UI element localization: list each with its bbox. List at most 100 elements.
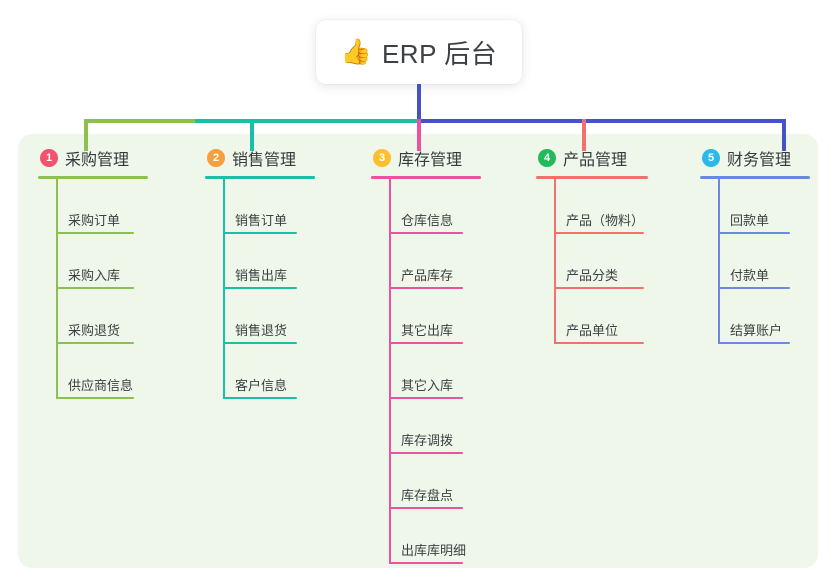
menu-item-label: 销售退货 xyxy=(235,323,288,338)
menu-item-underline xyxy=(554,287,644,289)
column-header[interactable]: 5 财务管理 xyxy=(700,146,839,170)
menu-item-label: 其它出库 xyxy=(401,323,454,338)
menu-item-underline xyxy=(718,232,790,234)
root-node-title: ERP 后台 xyxy=(381,38,498,69)
column-underline xyxy=(700,176,810,179)
menu-item-underline xyxy=(56,397,134,399)
menu-item[interactable]: 采购退货 xyxy=(56,289,188,344)
column-spine xyxy=(56,179,58,399)
menu-item-underline xyxy=(223,232,297,234)
menu-item-label: 产品（物料） xyxy=(566,213,645,228)
menu-item[interactable]: 出库库明细 xyxy=(389,509,521,564)
thumbs-up-icon: 👍 xyxy=(340,37,372,66)
column-header[interactable]: 2 销售管理 xyxy=(205,146,355,170)
column-underline xyxy=(205,176,315,179)
column-title: 财务管理 xyxy=(727,152,792,169)
menu-item[interactable]: 其它出库 xyxy=(389,289,521,344)
column-header[interactable]: 1 采购管理 xyxy=(38,146,188,170)
menu-item-label: 采购退货 xyxy=(68,323,121,338)
menu-item-underline xyxy=(56,342,134,344)
menu-item-label: 其它入库 xyxy=(401,378,454,393)
menu-item-underline xyxy=(554,232,644,234)
menu-item[interactable]: 销售出库 xyxy=(223,234,355,289)
root-node[interactable]: 👍 ERP 后台 xyxy=(316,20,522,84)
column-title: 库存管理 xyxy=(398,152,463,169)
column-header[interactable]: 4 产品管理 xyxy=(536,146,686,170)
menu-item-label: 仓库信息 xyxy=(401,213,454,228)
menu-item[interactable]: 付款单 xyxy=(718,234,839,289)
column-title: 产品管理 xyxy=(563,152,628,169)
diagram-panel xyxy=(18,134,818,568)
menu-item-label: 产品分类 xyxy=(566,268,619,283)
column-underline xyxy=(371,176,481,179)
column-items: 仓库信息产品库存其它出库其它入库库存调拨库存盘点出库库明细 xyxy=(371,179,521,564)
menu-item-underline xyxy=(718,287,790,289)
menu-item-label: 采购入库 xyxy=(68,268,121,283)
column-items: 采购订单采购入库采购退货供应商信息 xyxy=(38,179,188,399)
menu-item-underline xyxy=(223,287,297,289)
menu-item-underline xyxy=(389,562,463,564)
column-underline xyxy=(536,176,648,179)
column-spine xyxy=(554,179,556,344)
menu-item-underline xyxy=(56,232,134,234)
menu-item-underline xyxy=(389,507,463,509)
menu-item[interactable]: 产品库存 xyxy=(389,234,521,289)
menu-item-underline xyxy=(718,342,790,344)
menu-item-underline xyxy=(389,397,463,399)
column-1: 1 采购管理采购订单采购入库采购退货供应商信息 xyxy=(38,146,188,399)
menu-item[interactable]: 采购入库 xyxy=(56,234,188,289)
column-2: 2 销售管理销售订单销售出库销售退货客户信息 xyxy=(205,146,355,399)
column-number-badge: 2 xyxy=(207,149,225,167)
menu-item-underline xyxy=(554,342,644,344)
menu-item-label: 库存调拨 xyxy=(401,433,454,448)
menu-item-label: 销售出库 xyxy=(235,268,288,283)
menu-item-label: 销售订单 xyxy=(235,213,288,228)
column-items: 产品（物料） 产品分类产品单位 xyxy=(536,179,686,344)
menu-item-underline xyxy=(389,342,463,344)
menu-item-underline xyxy=(223,397,297,399)
menu-item-underline xyxy=(56,287,134,289)
menu-item-label: 出库库明细 xyxy=(401,543,467,558)
column-number-badge: 4 xyxy=(538,149,556,167)
menu-item[interactable]: 产品单位 xyxy=(554,289,686,344)
menu-item[interactable]: 采购订单 xyxy=(56,179,188,234)
menu-item-underline xyxy=(389,232,463,234)
menu-item-label: 产品库存 xyxy=(401,268,454,283)
menu-item-label: 客户信息 xyxy=(235,378,288,393)
menu-item[interactable]: 产品分类 xyxy=(554,234,686,289)
column-4: 4 产品管理产品（物料） 产品分类产品单位 xyxy=(536,146,686,344)
column-number-badge: 3 xyxy=(373,149,391,167)
menu-item[interactable]: 客户信息 xyxy=(223,344,355,399)
column-title: 销售管理 xyxy=(232,152,297,169)
column-3: 3 库存管理仓库信息产品库存其它出库其它入库库存调拨库存盘点出库库明细 xyxy=(371,146,521,564)
menu-item[interactable]: 销售订单 xyxy=(223,179,355,234)
menu-item[interactable]: 供应商信息 xyxy=(56,344,188,399)
menu-item-label: 产品单位 xyxy=(566,323,619,338)
menu-item-label: 回款单 xyxy=(730,213,770,228)
menu-item[interactable]: 仓库信息 xyxy=(389,179,521,234)
menu-item[interactable]: 库存调拨 xyxy=(389,399,521,454)
column-spine xyxy=(718,179,720,344)
menu-item-label: 付款单 xyxy=(730,268,770,283)
menu-item[interactable]: 回款单 xyxy=(718,179,839,234)
column-title: 采购管理 xyxy=(65,152,130,169)
menu-item[interactable]: 产品（物料） xyxy=(554,179,686,234)
column-number-badge: 5 xyxy=(702,149,720,167)
column-number-badge: 1 xyxy=(40,149,58,167)
menu-item-label: 结算账户 xyxy=(730,323,783,338)
menu-item[interactable]: 其它入库 xyxy=(389,344,521,399)
column-underline xyxy=(38,176,148,179)
menu-item[interactable]: 销售退货 xyxy=(223,289,355,344)
column-5: 5 财务管理回款单付款单结算账户 xyxy=(700,146,839,344)
menu-item[interactable]: 库存盘点 xyxy=(389,454,521,509)
menu-item-label: 供应商信息 xyxy=(68,378,134,393)
menu-item-underline xyxy=(389,452,463,454)
column-items: 销售订单销售出库销售退货客户信息 xyxy=(205,179,355,399)
menu-item[interactable]: 结算账户 xyxy=(718,289,839,344)
menu-item-underline xyxy=(389,287,463,289)
column-spine xyxy=(223,179,225,399)
column-header[interactable]: 3 库存管理 xyxy=(371,146,521,170)
column-items: 回款单付款单结算账户 xyxy=(700,179,839,344)
column-spine xyxy=(389,179,391,564)
